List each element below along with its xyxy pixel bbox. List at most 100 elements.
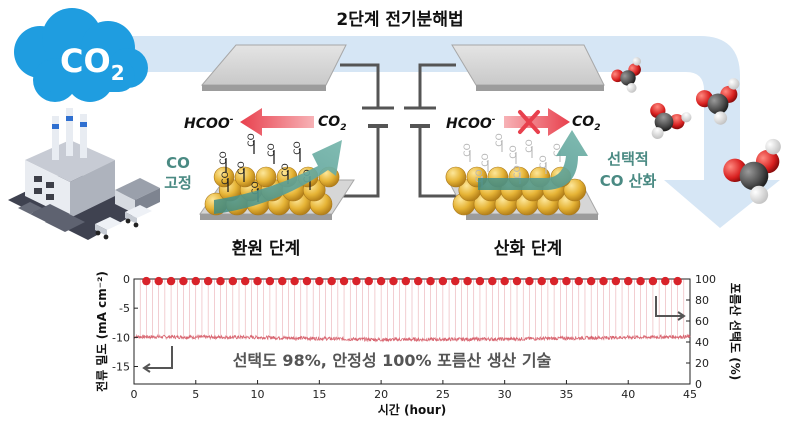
selectivity-point bbox=[389, 276, 398, 286]
x-axis-label: 시간 (hour) bbox=[378, 402, 446, 417]
y-left-tick-label: -10 bbox=[112, 331, 130, 344]
selectivity-point bbox=[278, 276, 287, 286]
x-tick-label: 25 bbox=[436, 388, 450, 401]
selectivity-point bbox=[376, 276, 386, 286]
catalyst-particle bbox=[563, 178, 587, 202]
left-axis-indicator bbox=[146, 346, 173, 369]
selectivity-point bbox=[228, 276, 238, 286]
selectivity-point bbox=[216, 276, 225, 286]
y-left-tick-label: 0 bbox=[123, 273, 130, 286]
molecule-icon bbox=[695, 78, 740, 125]
y-right-tick-label: 80 bbox=[695, 294, 709, 307]
selectivity-point bbox=[586, 276, 596, 286]
adsorbed-co-label: CO bbox=[247, 133, 257, 146]
x-tick-label: 0 bbox=[131, 388, 138, 401]
selectivity-point bbox=[549, 276, 559, 286]
selectivity-point bbox=[364, 276, 373, 286]
desorbing-co-label: CO bbox=[513, 165, 523, 178]
selectivity-point bbox=[191, 276, 200, 286]
oxidation-circuit-wire bbox=[404, 63, 456, 198]
selectivity-point bbox=[265, 276, 275, 286]
catalyst-particle bbox=[213, 166, 235, 188]
selectivity-point bbox=[611, 276, 621, 286]
oxidation-stage-label: 산화 단계 bbox=[494, 239, 562, 259]
desorbing-co-label: CO bbox=[525, 139, 535, 152]
y-left-axis-label: 전류 밀도 (mA cm⁻²) bbox=[94, 271, 109, 392]
molecule-icon bbox=[611, 57, 642, 93]
adsorbed-co-label: CO bbox=[237, 161, 247, 174]
y-right-tick-label: 40 bbox=[695, 336, 709, 349]
right-axis-indicator bbox=[655, 296, 682, 317]
selectivity-point bbox=[315, 276, 324, 286]
x-tick-label: 15 bbox=[312, 388, 326, 401]
selectivity-point bbox=[661, 276, 670, 286]
selectivity-point bbox=[179, 276, 188, 286]
selectivity-point bbox=[500, 276, 509, 286]
y-left-tick-label: -15 bbox=[112, 361, 130, 374]
catalyst-particle bbox=[234, 166, 256, 188]
right-axis-arrowhead bbox=[677, 311, 686, 321]
cloud-co-text: CO2 bbox=[60, 42, 125, 85]
selectivity-point bbox=[636, 276, 645, 286]
selectivity-point bbox=[525, 276, 534, 286]
left-axis-arrowhead bbox=[142, 363, 151, 373]
oxidation-product-label: HCOO- bbox=[446, 115, 496, 132]
adsorbed-co-label: CO bbox=[221, 171, 231, 184]
selectivity-point bbox=[463, 276, 472, 286]
x-tick-label: 5 bbox=[192, 388, 199, 401]
y-right-axis-label: 포름산 선택도 (%) bbox=[728, 283, 743, 381]
oxidation-red-arrow bbox=[504, 108, 570, 136]
desorbing-co-label: CO bbox=[475, 169, 485, 182]
selectivity-point bbox=[537, 276, 546, 286]
reduction-stage-label: 환원 단계 bbox=[232, 239, 300, 259]
reduction-side-label-line1: CO bbox=[166, 154, 190, 172]
adsorbed-co-label: CO bbox=[267, 143, 277, 156]
oxidation-co-oxidation-arrow bbox=[478, 130, 588, 190]
selectivity-point bbox=[166, 276, 176, 286]
selectivity-point bbox=[290, 276, 299, 286]
selectivity-point bbox=[673, 276, 682, 286]
x-tick-label: 40 bbox=[621, 388, 635, 401]
selectivity-point bbox=[302, 276, 312, 286]
selectivity-point bbox=[624, 276, 633, 286]
y-right-tick-label: 60 bbox=[695, 315, 709, 328]
selectivity-point bbox=[562, 276, 571, 286]
selectivity-point bbox=[401, 276, 411, 286]
adsorbed-co-label: CO bbox=[281, 163, 291, 176]
selectivity-point bbox=[426, 276, 435, 286]
selectivity-point bbox=[475, 276, 485, 286]
selectivity-point bbox=[154, 276, 163, 286]
y-right-tick-label: 0 bbox=[695, 378, 702, 391]
x-tick-label: 35 bbox=[559, 388, 573, 401]
co2-molecules bbox=[611, 57, 781, 204]
selectivity-point bbox=[327, 276, 336, 286]
desorbing-co-label: CO bbox=[463, 143, 473, 156]
reduction-product-label: HCOO- bbox=[184, 115, 234, 132]
selectivity-point bbox=[339, 276, 349, 286]
adsorbed-co-label: CO bbox=[293, 141, 303, 154]
selectivity-point bbox=[512, 276, 522, 286]
factory-icon bbox=[8, 108, 160, 240]
catalyst-particle bbox=[255, 166, 277, 188]
reduction-circuit-wire bbox=[340, 63, 394, 198]
selectivity-point bbox=[574, 276, 583, 286]
selectivity-point bbox=[352, 276, 361, 286]
molecule-icon bbox=[650, 102, 692, 139]
y-right-tick-label: 100 bbox=[695, 273, 716, 286]
selectivity-point bbox=[241, 276, 250, 286]
desorbing-co-label: CO bbox=[553, 143, 563, 156]
selectivity-point bbox=[438, 276, 448, 286]
molecule-icon bbox=[723, 138, 781, 204]
catalyst-particle bbox=[445, 166, 467, 188]
desorbing-co-label: CO bbox=[539, 155, 549, 168]
selectivity-point bbox=[253, 276, 262, 286]
selectivity-point bbox=[488, 276, 497, 286]
adsorbed-co-label: CO bbox=[219, 151, 229, 164]
x-tick-label: 45 bbox=[683, 388, 697, 401]
y-right-tick-label: 20 bbox=[695, 357, 709, 370]
co2-cloud-icon: CO2 bbox=[14, 8, 148, 102]
selectivity-point bbox=[142, 276, 151, 286]
